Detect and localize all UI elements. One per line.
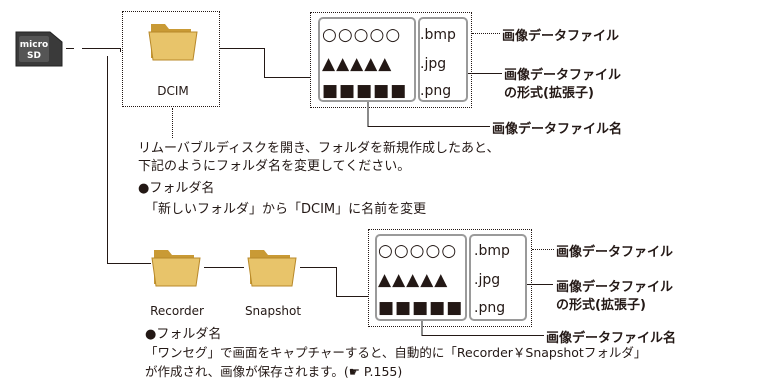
instruction-line-1: リムーバブルディスクを開き、フォルダを新規作成したあと、 xyxy=(138,141,500,156)
top-extension-box xyxy=(418,17,468,102)
micro-sd-card-icon: micro SD xyxy=(14,30,64,68)
svg-text:SD: SD xyxy=(27,51,41,61)
svg-text:micro: micro xyxy=(20,40,48,50)
top-ext-bmp: .bmp xyxy=(420,27,456,43)
recorder-folder-icon[interactable] xyxy=(150,244,202,290)
top-files-frame xyxy=(310,12,472,108)
instruction-line-2: 下記のようにフォルダ名を変更してください。 xyxy=(138,159,411,174)
top-ext-png: .png xyxy=(420,83,452,99)
bottom-ext-bmp: .bmp xyxy=(474,243,510,259)
bottom-callout-file: 画像データファイル xyxy=(556,245,674,260)
bottom-callout-name: 画像データファイル名 xyxy=(546,331,677,346)
dcim-folder-label: DCIM xyxy=(157,84,189,98)
instruction-detail: 「新しいフォルダ」から「DCIM」に名前を変更 xyxy=(145,202,427,217)
top-row-circles: ○○○○○ xyxy=(322,25,402,45)
recorder-folder-label: Recorder xyxy=(150,304,204,318)
dcim-folder-icon[interactable] xyxy=(147,18,199,64)
bottom-callout-format-1: 画像データファイル xyxy=(556,280,674,295)
bottom-filename-box xyxy=(375,234,467,321)
bottom-row-circles: ○○○○○ xyxy=(378,241,458,261)
top-callout-format-2: の形式(拡張子) xyxy=(504,86,594,101)
top-callout-format-1: 画像データファイル xyxy=(504,68,622,83)
top-row-squares: ■■■■■ xyxy=(322,81,408,101)
footer-line-1: 「ワンセグ」で画面をキャプチャーすると、自動的に「Recorder￥Snapsh… xyxy=(145,345,647,360)
footer-heading: ●フォルダ名 xyxy=(145,327,222,342)
top-callout-file: 画像データファイル xyxy=(502,29,620,44)
bottom-ext-png: .png xyxy=(474,300,506,316)
instruction-heading: ●フォルダ名 xyxy=(138,181,215,196)
bottom-ext-jpg: .jpg xyxy=(474,272,501,288)
dcim-folder-frame xyxy=(122,11,220,107)
snapshot-folder-icon[interactable] xyxy=(246,244,298,290)
bottom-files-frame xyxy=(368,229,532,327)
top-row-triangles: ▲▲▲▲▲ xyxy=(322,54,393,74)
bottom-extension-box xyxy=(469,234,527,321)
snapshot-folder-label: Snapshot xyxy=(244,304,302,318)
bottom-row-triangles: ▲▲▲▲▲ xyxy=(378,270,449,290)
bottom-row-squares: ■■■■■ xyxy=(378,298,464,318)
top-ext-jpg: .jpg xyxy=(420,56,447,72)
top-filename-box xyxy=(318,17,416,102)
bottom-callout-format-2: の形式(拡張子) xyxy=(556,298,646,313)
top-callout-name: 画像データファイル名 xyxy=(492,122,623,137)
footer-line-2: が作成され、画像が保存されます。(☛ P.155) xyxy=(145,364,403,379)
